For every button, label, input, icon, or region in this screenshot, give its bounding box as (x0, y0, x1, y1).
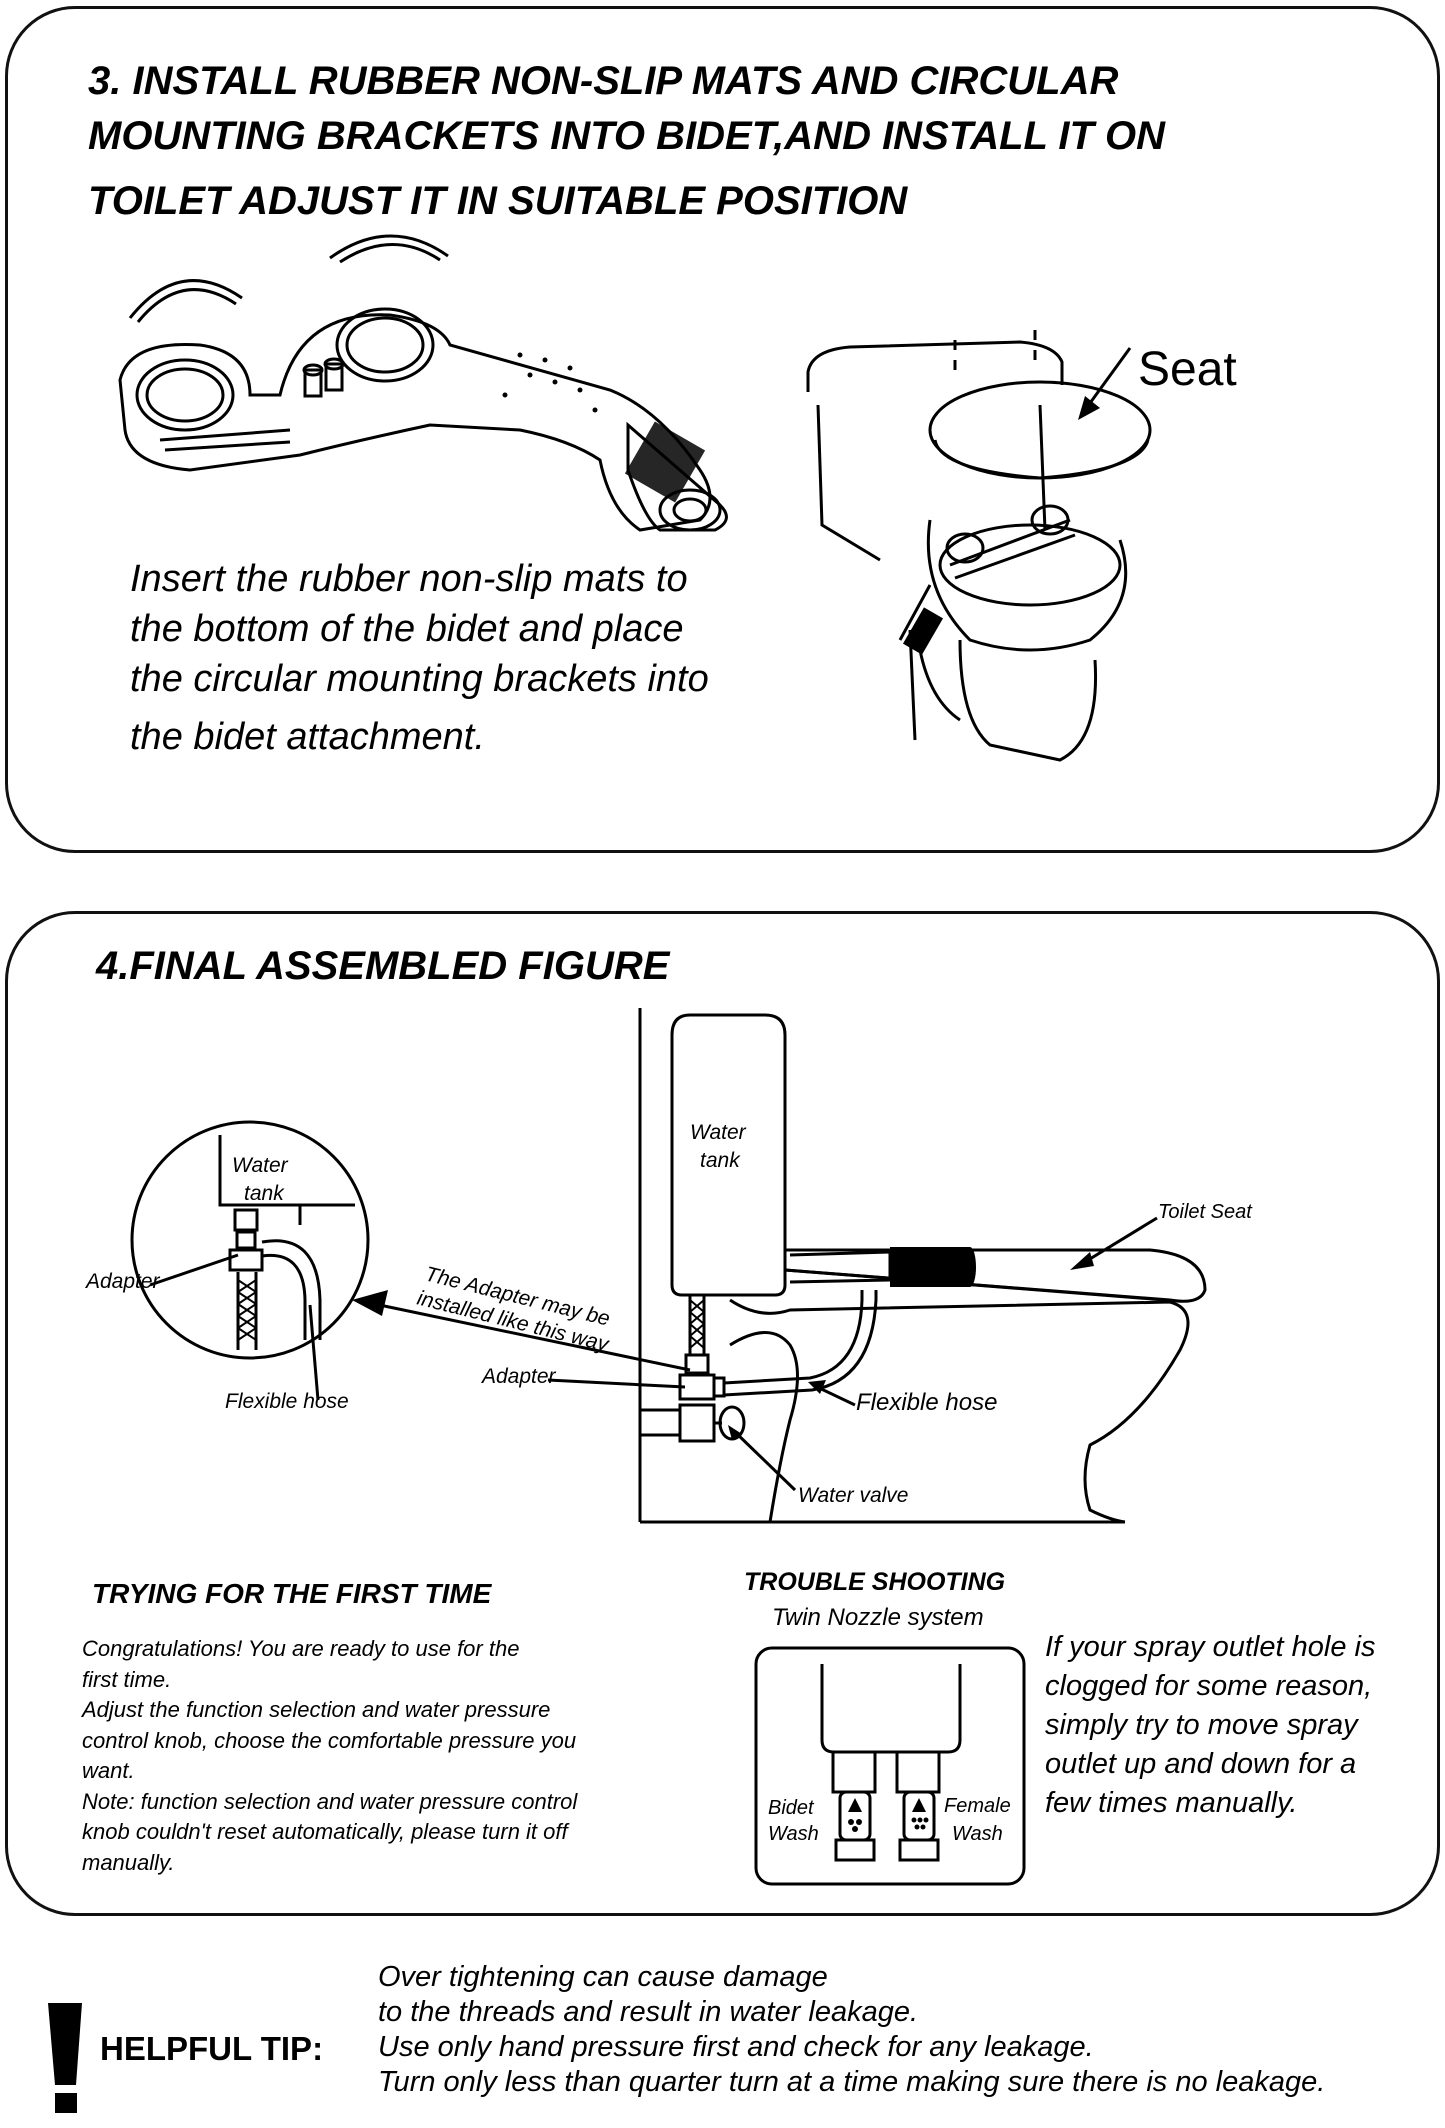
trouble-tip-line: clogged for some reason, (1045, 1670, 1373, 1702)
step3-title-line: TOILET ADJUST IT IN SUITABLE POSITION (88, 179, 908, 223)
step3-panel (5, 6, 1440, 853)
first-time-line: first time. (82, 1666, 172, 1692)
trouble-tip-line: outlet up and down for a (1045, 1748, 1357, 1780)
seat-label: Seat (1138, 343, 1237, 396)
helpful-tip-line: to the threads and result in water leaka… (378, 1996, 919, 2028)
first-time-line: manually. (82, 1849, 175, 1875)
water-tank-label: tank (700, 1149, 741, 1172)
trouble-tip-line: few times manually. (1045, 1787, 1298, 1819)
step3-instruction-line: the bottom of the bidet and place (130, 608, 684, 650)
helpful-tip-line: Over tightening can cause damage (378, 1961, 828, 1993)
first-time-line: want. (82, 1758, 135, 1783)
first-time-text: Congratulations! You are ready to use fo… (82, 1634, 702, 1878)
female-wash-label: Female (944, 1795, 1011, 1817)
bidet-nozzle (890, 1247, 970, 1287)
first-time-line: Congratulations! You are ready to use fo… (82, 1636, 520, 1661)
inset-water-tank-label: tank (244, 1182, 285, 1205)
first-time-heading: TRYING FOR THE FIRST TIME (92, 1578, 492, 1609)
bidet-wash-label: Wash (768, 1823, 819, 1845)
step3-instruction-line: the bidet attachment. (130, 716, 485, 758)
helpful-tip-line: Turn only less than quarter turn at a ti… (378, 2066, 1326, 2098)
step3-title-line: 3. INSTALL RUBBER NON-SLIP MATS AND CIRC… (88, 59, 1119, 103)
helpful-tip-text: Over tightening can cause damage to the … (378, 1960, 1438, 2100)
trouble-heading: TROUBLE SHOOTING (744, 1568, 1006, 1596)
step3-title: 3. INSTALL RUBBER NON-SLIP MATS AND CIRC… (88, 54, 1388, 229)
water-valve-label: Water valve (798, 1484, 909, 1507)
step3-instruction-line: the circular mounting brackets into (130, 658, 709, 700)
first-time-line: Note: function selection and water press… (82, 1788, 578, 1814)
helpful-tip-line: Use only hand pressure first and check f… (378, 2031, 1094, 2063)
trouble-tip-line: simply try to move spray (1045, 1709, 1358, 1741)
step3-instruction-line: Insert the rubber non-slip mats to (130, 558, 688, 600)
step3-instructions: Insert the rubber non-slip mats to the b… (130, 554, 830, 762)
first-time-line: knob couldn't reset automatically, pleas… (82, 1819, 568, 1844)
trouble-tip-line: If your spray outlet hole is (1045, 1631, 1376, 1663)
flexible-hose-label: Flexible hose (856, 1389, 997, 1416)
step4-panel (5, 911, 1440, 1916)
first-time-line: Adjust the function selection and water … (82, 1697, 551, 1722)
female-wash-label: Wash (952, 1823, 1003, 1845)
first-time-line: control knob, choose the comfortable pre… (82, 1727, 577, 1753)
helpful-tip-label: HELPFUL TIP: (100, 2030, 324, 2067)
adapter-label: Adapter (480, 1365, 557, 1388)
trouble-tip-text: If your spray outlet hole is clogged for… (1045, 1628, 1435, 1823)
water-tank-label: Water (690, 1121, 747, 1144)
inset-flexible-hose-label: Flexible hose (225, 1390, 349, 1413)
inset-water-tank-label: Water (232, 1154, 289, 1177)
step3-title-line: MOUNTING BRACKETS INTO BIDET,AND INSTALL… (88, 114, 1166, 158)
inset-adapter-label: Adapter (84, 1270, 161, 1293)
bidet-wash-label: Bidet (768, 1797, 815, 1819)
step4-title: 4.FINAL ASSEMBLED FIGURE (96, 944, 670, 988)
trouble-subheading: Twin Nozzle system (772, 1604, 984, 1631)
toilet-seat-label: Toilet Seat (1158, 1201, 1253, 1223)
